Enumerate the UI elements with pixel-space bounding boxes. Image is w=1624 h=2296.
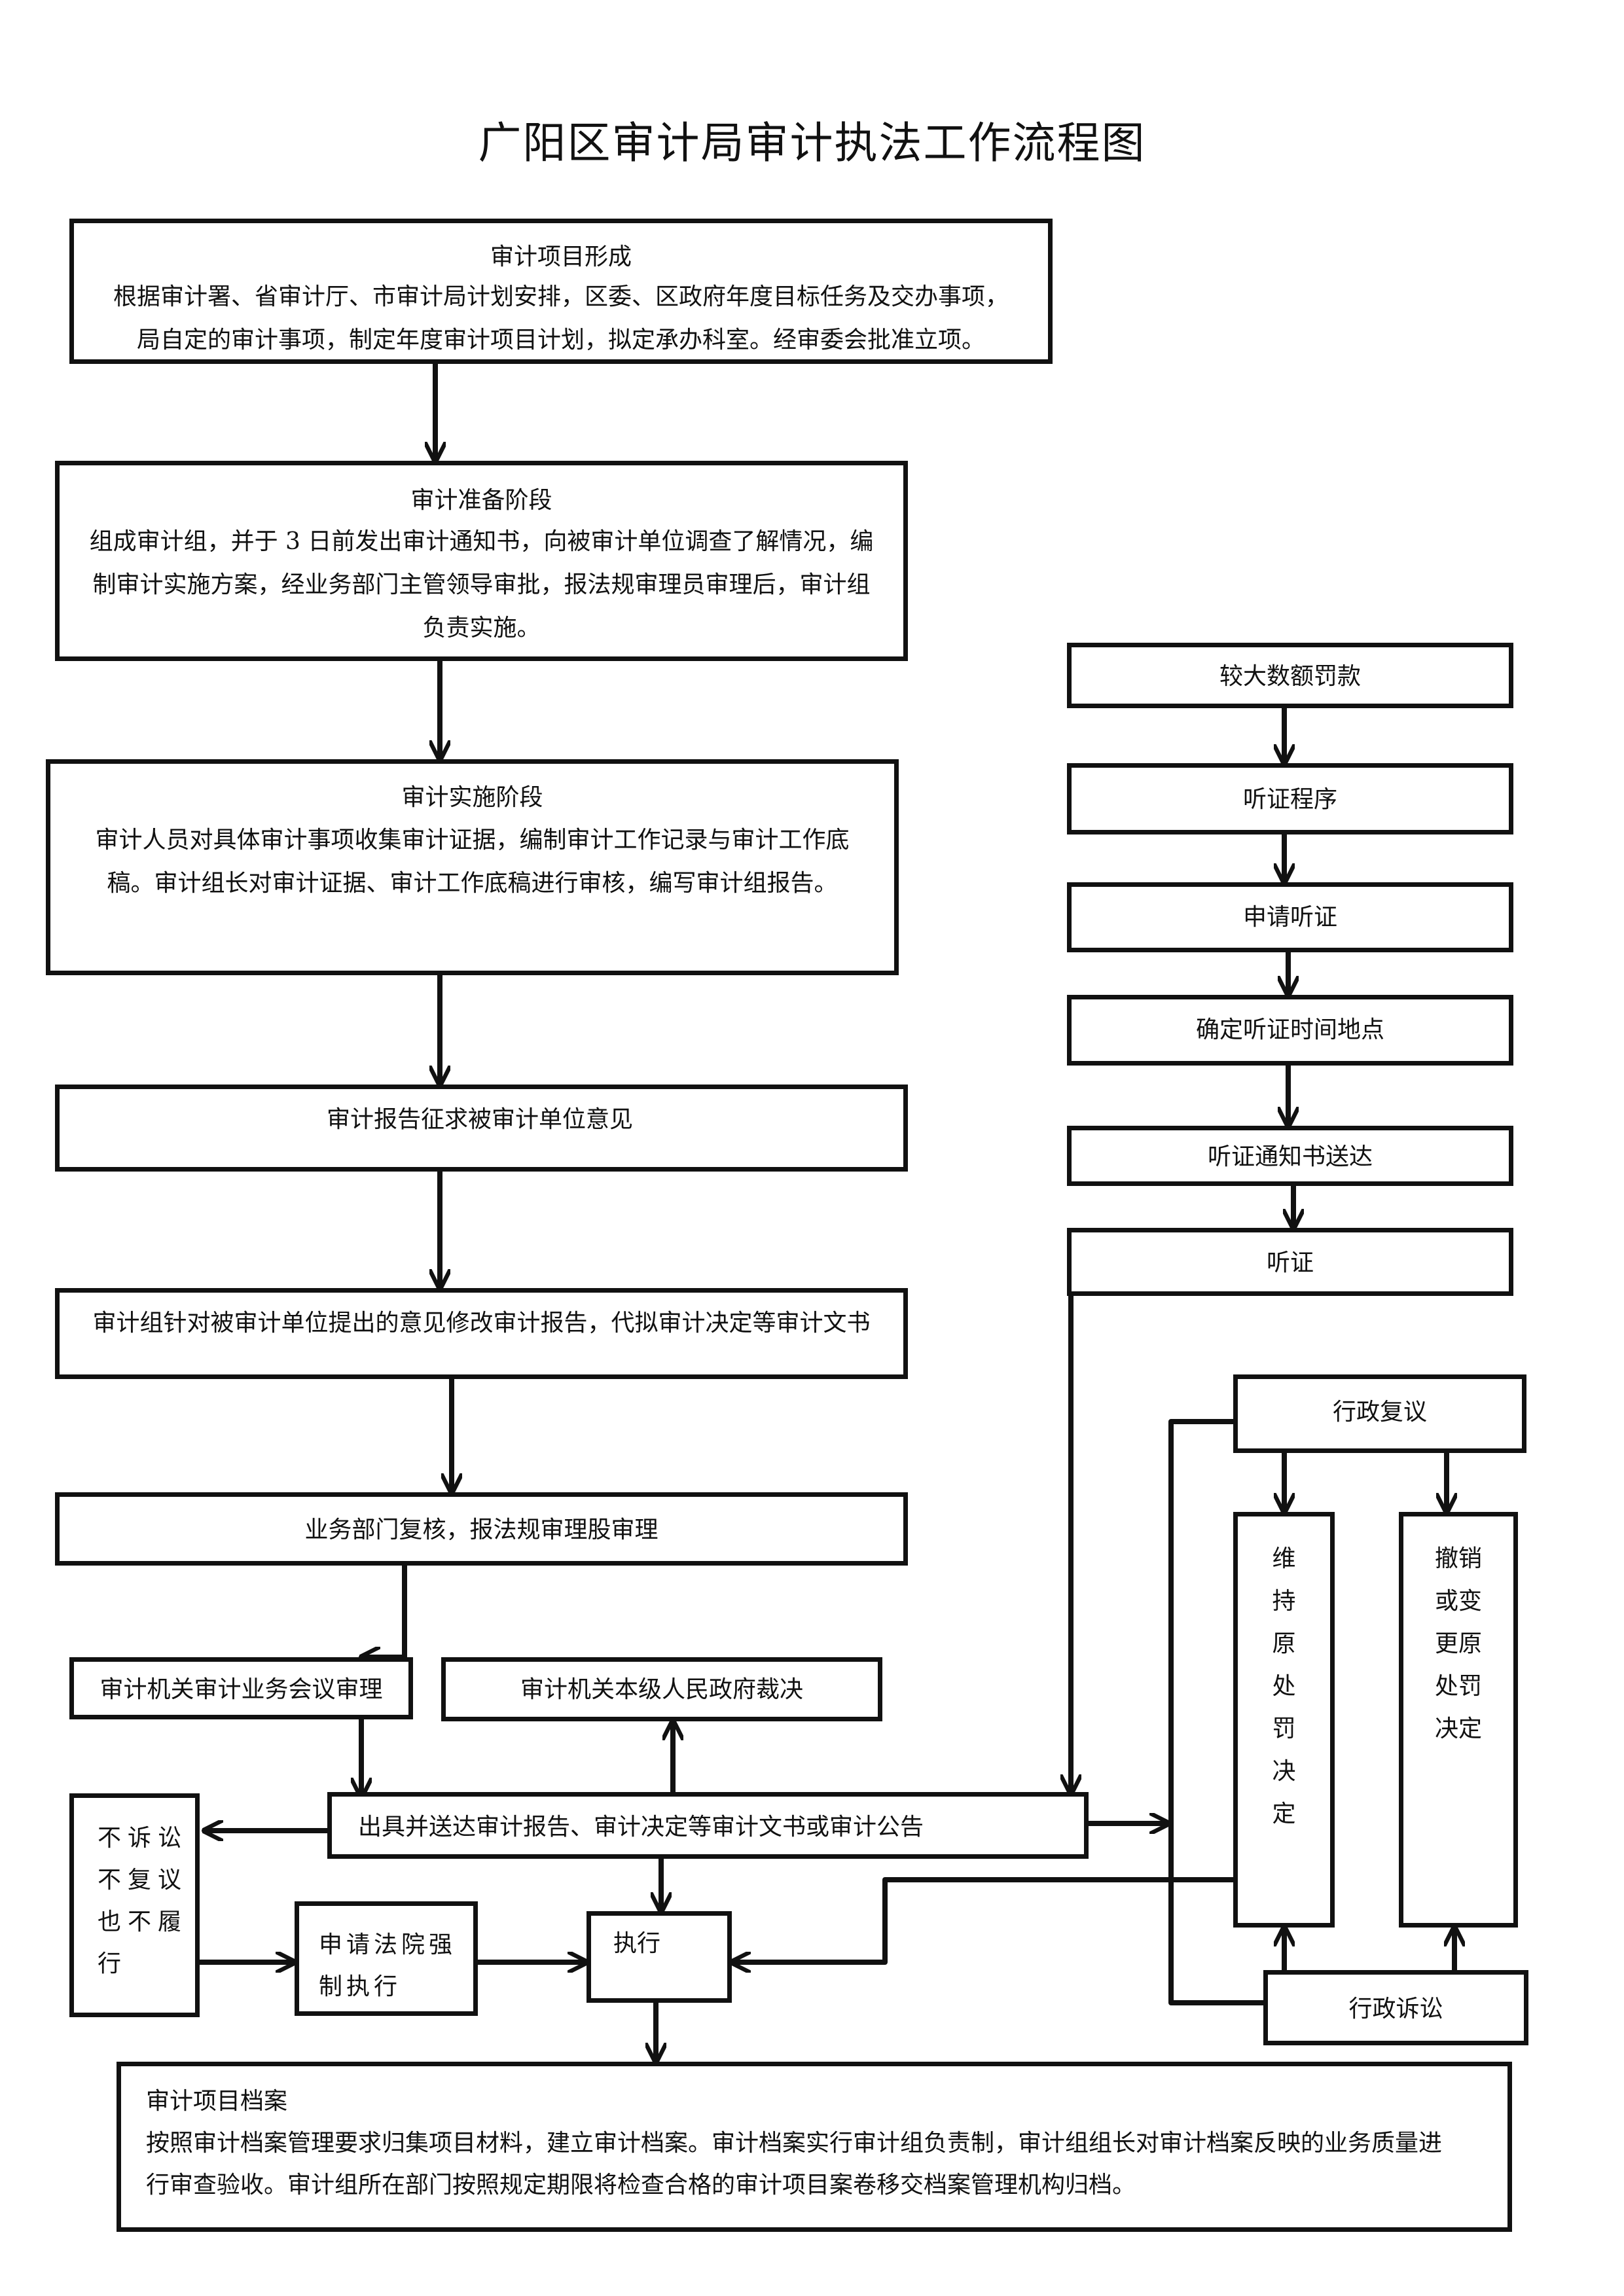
hearing-notice-label: 听证通知书送达 <box>1207 1143 1373 1170</box>
project-formation-line-2: 局自定的审计事项，制定年度审计项目计划，拟定承办科室。经审委会批准立项。 <box>136 327 985 353</box>
business-meeting-box: 审计机关审计业务会议审理 <box>69 1657 413 1719</box>
revoke-penalty-box: 撤销 或变 更原 处罚 决定 <box>1399 1512 1518 1928</box>
preparation-stage-line-2: 制审计实施方案，经业务部门主管领导审批，报法规审理员审理后，审计组 <box>92 571 871 598</box>
preparation-stage-box: 审计准备阶段 组成审计组，并于 3 日前发出审计通知书，向被审计单位调查了解情况… <box>55 461 908 661</box>
implementation-stage-line-1: 审计人员对具体审计事项收集审计证据，编制审计工作记录与审计工作底 <box>95 827 850 853</box>
court-enforcement-line-2: 制执行 <box>319 1973 402 2000</box>
project-archive-box: 审计项目档案 按照审计档案管理要求归集项目材料，建立审计档案。审计档案实行审计组… <box>117 2062 1512 2232</box>
administrative-review-label: 行政复议 <box>1332 1399 1427 1426</box>
preparation-stage-line-1: 组成审计组，并于 3 日前发出审计通知书，向被审计单位调查了解情况，编 <box>89 528 874 555</box>
no-appeal-line-2: 不复议 <box>98 1867 189 1893</box>
maintain-penalty-label: 维 持 原 处 罚 决 定 <box>1238 1537 1330 1835</box>
administrative-lawsuit-label: 行政诉讼 <box>1348 1996 1443 2022</box>
project-formation-line-1: 根据审计署、省审计厅、市审计局计划安排，区委、区政府年度目标任务及交办事项， <box>113 283 1009 310</box>
project-formation-heading: 审计项目形成 <box>490 243 632 270</box>
execution-box: 执行 <box>586 1911 732 2003</box>
implementation-stage-line-2: 稿。审计组长对审计证据、审计工作底稿进行审核，编写审计组报告。 <box>107 870 838 897</box>
administrative-lawsuit-box: 行政诉讼 <box>1263 1970 1528 2045</box>
revoke-line-5: 决定 <box>1434 1715 1482 1742</box>
maintain-char-2: 持 <box>1272 1588 1296 1615</box>
preparation-stage-heading: 审计准备阶段 <box>410 487 552 514</box>
hearing-label: 听证 <box>1266 1249 1314 1276</box>
revoke-line-3: 更原 <box>1434 1630 1482 1657</box>
implementation-stage-box: 审计实施阶段 审计人员对具体审计事项收集审计证据，编制审计工作记录与审计工作底 … <box>46 759 899 975</box>
issue-documents-label: 出具并送达审计报告、审计决定等审计文书或审计公告 <box>358 1814 924 1840</box>
apply-hearing-label: 申请听证 <box>1242 904 1337 931</box>
connector-bracket <box>1168 1419 1266 2005</box>
administrative-review-box: 行政复议 <box>1233 1374 1526 1453</box>
maintain-char-5: 罚 <box>1272 1715 1296 1742</box>
court-enforcement-line-1: 申请法院强 <box>319 1931 457 1958</box>
issue-documents-box: 出具并送达审计报告、审计决定等审计文书或审计公告 <box>327 1792 1089 1859</box>
court-enforcement-box: 申请法院强 制执行 <box>295 1901 478 2016</box>
execution-label: 执行 <box>613 1930 661 1957</box>
hearing-time-place-box: 确定听证时间地点 <box>1067 995 1513 1066</box>
revoke-line-4: 处罚 <box>1434 1673 1482 1700</box>
page-title: 广阳区审计局审计执法工作流程图 <box>478 118 1146 168</box>
revise-report-box: 审计组针对被审计单位提出的意见修改审计报告，代拟审计决定等审计文书 <box>55 1288 908 1379</box>
maintain-char-6: 决 <box>1272 1758 1296 1785</box>
solicit-opinion-label: 审计报告征求被审计单位意见 <box>327 1106 634 1133</box>
hearing-box: 听证 <box>1067 1228 1513 1296</box>
preparation-stage-line-3: 负责实施。 <box>422 615 541 641</box>
no-appeal-line-1: 不诉讼 <box>98 1825 189 1852</box>
revoke-line-1: 撤销 <box>1434 1545 1482 1572</box>
department-review-label: 业务部门复核，报法规审理股审理 <box>304 1516 659 1543</box>
no-appeal-line-4: 行 <box>98 1950 128 1977</box>
project-formation-box: 审计项目形成 根据审计署、省审计厅、市审计局计划安排，区委、区政府年度目标任务及… <box>69 219 1053 364</box>
solicit-opinion-box: 审计报告征求被审计单位意见 <box>55 1085 908 1172</box>
government-ruling-label: 审计机关本级人民政府裁决 <box>520 1676 803 1703</box>
maintain-char-7: 定 <box>1272 1801 1296 1827</box>
no-appeal-line-3: 也不履 <box>98 1909 189 1935</box>
hearing-time-place-label: 确定听证时间地点 <box>1195 1016 1384 1043</box>
project-archive-heading: 审计项目档案 <box>146 2088 288 2115</box>
hearing-procedure-box: 听证程序 <box>1067 763 1513 834</box>
hearing-procedure-label: 听证程序 <box>1242 786 1337 813</box>
maintain-penalty-box: 维 持 原 处 罚 决 定 <box>1233 1512 1335 1928</box>
business-meeting-label: 审计机关审计业务会议审理 <box>99 1676 383 1703</box>
maintain-char-3: 原 <box>1272 1630 1296 1657</box>
arrow-maintain-b12 <box>729 1877 1236 1962</box>
hearing-notice-box: 听证通知书送达 <box>1067 1126 1513 1186</box>
project-archive-line-2: 行审查验收。审计组所在部门按照规定期限将检查合格的审计项目案卷移交档案管理机构归… <box>146 2172 1136 2198</box>
apply-hearing-box: 申请听证 <box>1067 882 1513 952</box>
revoke-penalty-label: 撤销 或变 更原 处罚 决定 <box>1403 1537 1513 1750</box>
revoke-line-2: 或变 <box>1434 1588 1482 1615</box>
large-fine-label: 较大数额罚款 <box>1219 663 1361 690</box>
large-fine-box: 较大数额罚款 <box>1067 643 1513 708</box>
no-appeal-box: 不诉讼 不复议 也不履 行 <box>69 1793 200 2017</box>
department-review-box: 业务部门复核，报法规审理股审理 <box>55 1492 908 1566</box>
maintain-char-1: 维 <box>1272 1545 1296 1572</box>
maintain-char-4: 处 <box>1272 1673 1296 1700</box>
revise-report-label: 审计组针对被审计单位提出的意见修改审计报告，代拟审计决定等审计文书 <box>92 1310 871 1336</box>
project-archive-line-1: 按照审计档案管理要求归集项目材料，建立审计档案。审计档案实行审计组负责制，审计组… <box>146 2130 1443 2157</box>
government-ruling-box: 审计机关本级人民政府裁决 <box>441 1657 882 1721</box>
implementation-stage-heading: 审计实施阶段 <box>401 784 543 811</box>
arrow-b6-b7 <box>359 1563 407 1657</box>
